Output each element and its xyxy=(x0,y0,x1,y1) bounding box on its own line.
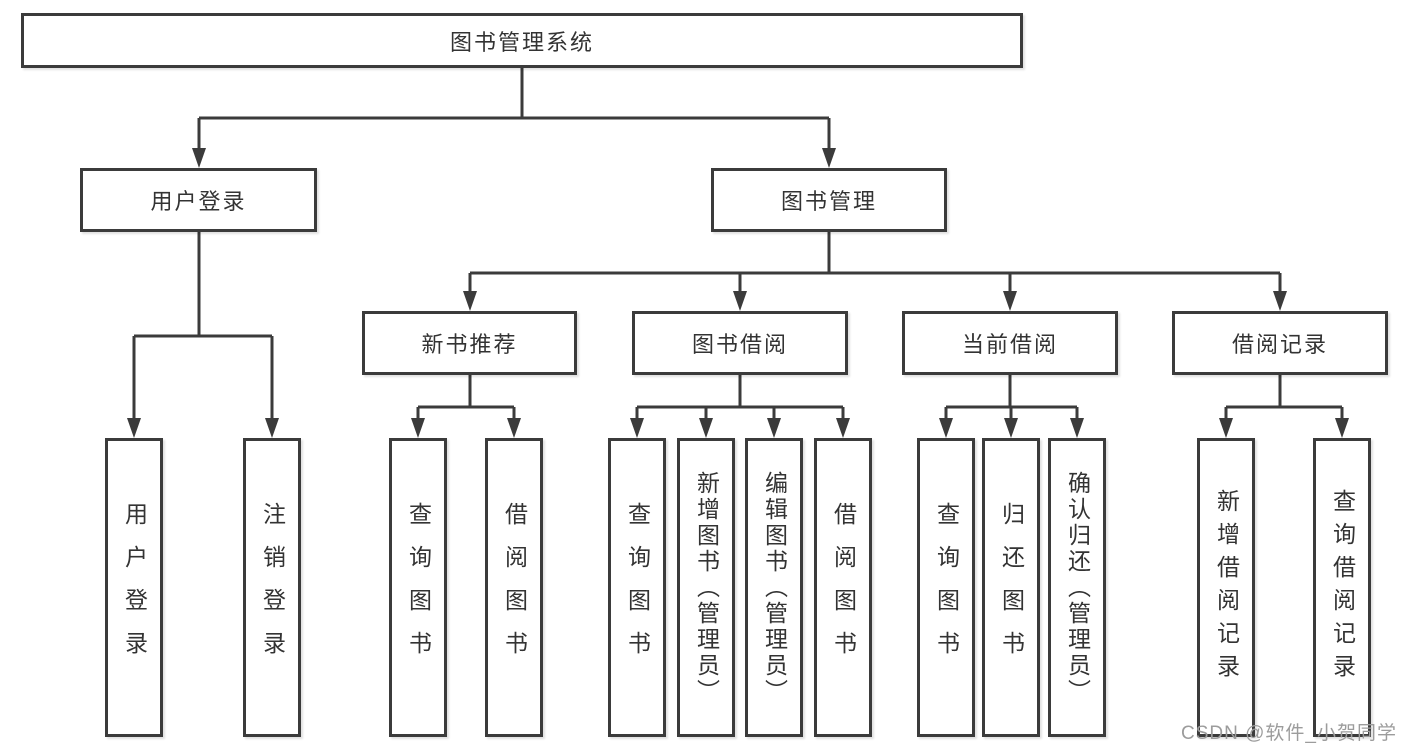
leaf-user-login-label: 用户登录 xyxy=(121,501,148,674)
leaf-add-books-admin-label: 新增图书（管理员） xyxy=(693,470,720,705)
leaf-query-books-recommend: 查询图书 xyxy=(389,438,447,737)
node-current-borrow-label: 当前借阅 xyxy=(961,332,1058,357)
node-user-login-module: 用户登录 xyxy=(80,168,317,232)
node-borrow-records-label: 借阅记录 xyxy=(1231,332,1328,357)
leaf-return-books: 归还图书 xyxy=(982,438,1040,737)
leaf-add-borrow-record: 新增借阅记录 xyxy=(1197,438,1255,737)
node-book-management-label: 图书管理 xyxy=(780,189,877,214)
csdn-watermark: CSDN @软件_小贺同学 xyxy=(1181,723,1397,744)
leaf-query-books-borrow: 查询图书 xyxy=(608,438,666,737)
leaf-confirm-return-admin-label: 确认归还（管理员） xyxy=(1064,470,1091,705)
node-user-login-label: 用户登录 xyxy=(150,189,247,214)
leaf-query-books-recommend-label: 查询图书 xyxy=(405,501,432,674)
leaf-borrow-books: 借阅图书 xyxy=(814,438,872,737)
leaf-query-books-borrow-label: 查询图书 xyxy=(624,501,651,674)
node-new-book-recommend-label: 新书推荐 xyxy=(421,332,518,357)
node-current-borrow: 当前借阅 xyxy=(902,311,1118,375)
node-book-management-module: 图书管理 xyxy=(711,168,947,232)
leaf-query-borrow-record: 查询借阅记录 xyxy=(1313,438,1371,737)
node-borrow-records: 借阅记录 xyxy=(1172,311,1388,375)
leaf-edit-books-admin: 编辑图书（管理员） xyxy=(745,438,803,737)
node-book-borrow: 图书借阅 xyxy=(632,311,848,375)
leaf-borrow-books-recommend-label: 借阅图书 xyxy=(501,501,528,674)
leaf-confirm-return-admin: 确认归还（管理员） xyxy=(1048,438,1106,737)
leaf-borrow-books-recommend: 借阅图书 xyxy=(485,438,543,737)
leaf-return-books-label: 归还图书 xyxy=(998,501,1025,674)
leaf-logout-label: 注销登录 xyxy=(259,501,286,674)
node-root-label: 图书管理系统 xyxy=(449,29,594,55)
leaf-logout: 注销登录 xyxy=(243,438,301,737)
leaf-query-books-current-label: 查询图书 xyxy=(933,501,960,674)
node-new-book-recommend: 新书推荐 xyxy=(362,311,577,375)
leaf-borrow-books-label: 借阅图书 xyxy=(830,501,857,674)
node-root-system: 图书管理系统 xyxy=(21,13,1023,68)
leaf-edit-books-admin-label: 编辑图书（管理员） xyxy=(761,470,788,705)
leaf-user-login: 用户登录 xyxy=(105,438,163,737)
arrowheads xyxy=(127,148,1349,438)
leaf-query-borrow-record-label: 查询借阅记录 xyxy=(1329,488,1356,687)
leaf-query-books-current: 查询图书 xyxy=(917,438,975,737)
node-book-borrow-label: 图书借阅 xyxy=(691,332,788,357)
leaf-add-borrow-record-label: 新增借阅记录 xyxy=(1213,488,1240,687)
leaf-add-books-admin: 新增图书（管理员） xyxy=(677,438,735,737)
connector-lines xyxy=(132,68,1344,424)
